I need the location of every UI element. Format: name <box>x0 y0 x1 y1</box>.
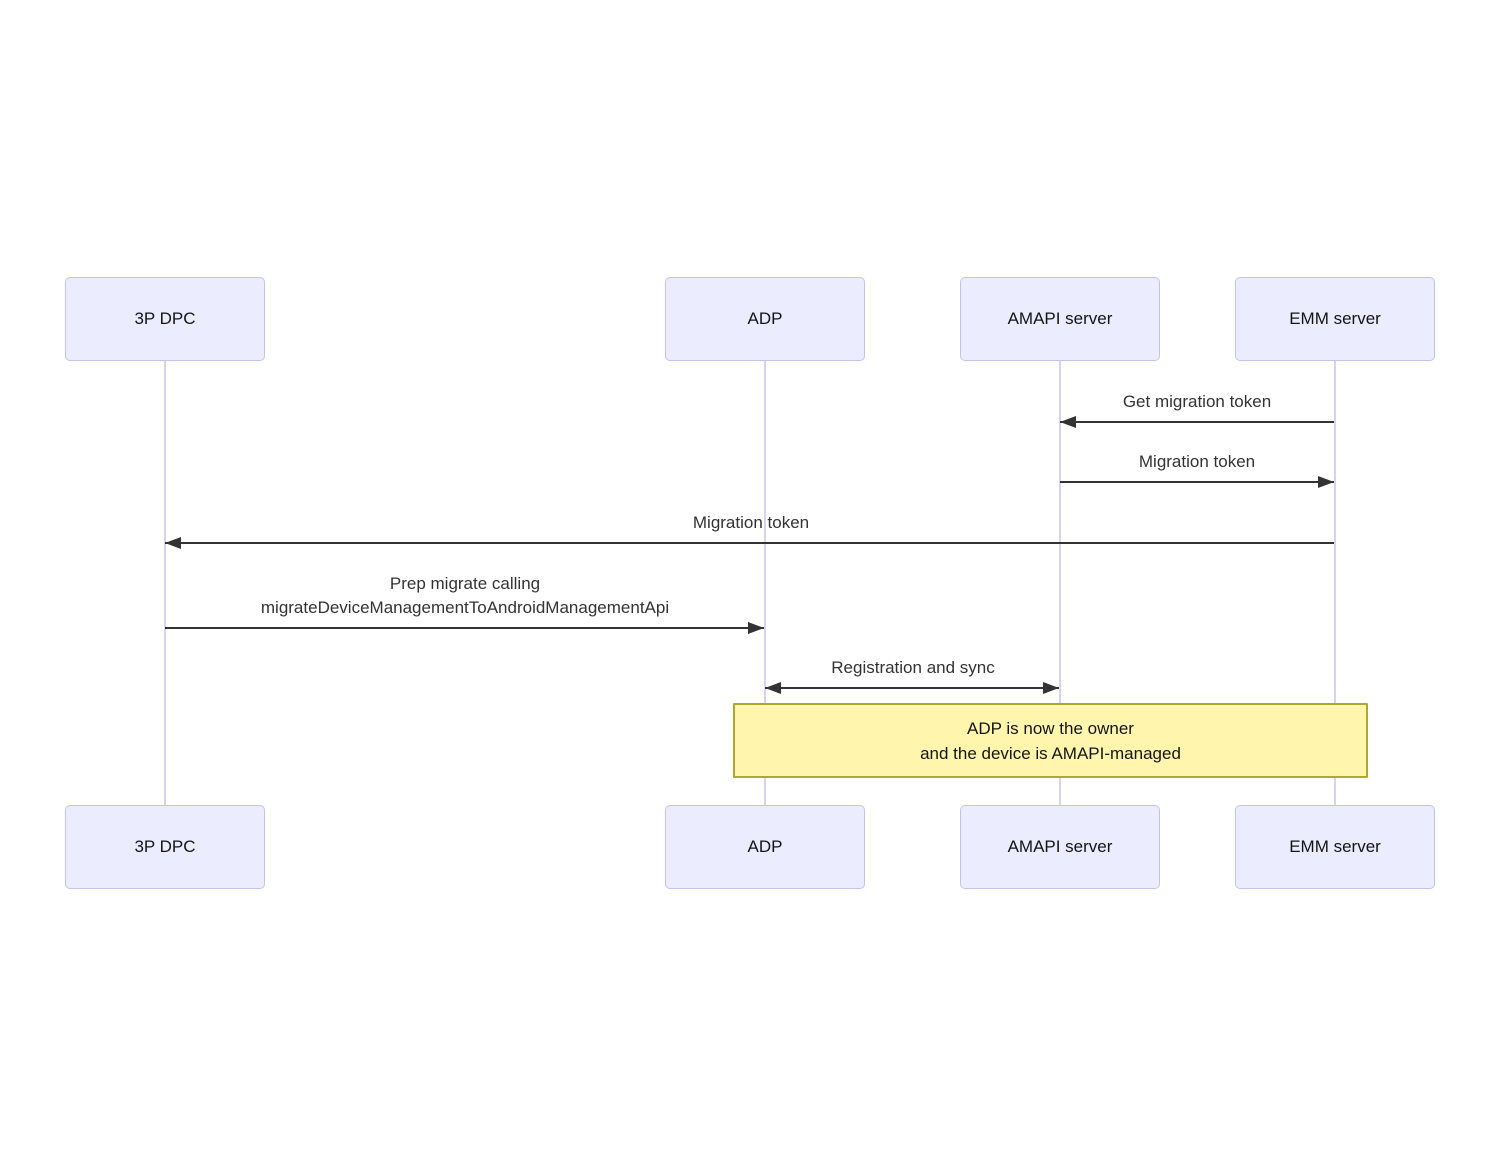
actor-label: AMAPI server <box>1007 309 1113 328</box>
actor-label: 3P DPC <box>134 837 196 856</box>
arrow-migration-token-return <box>1060 476 1334 488</box>
message-label-get-migration-token: Get migration token <box>1122 392 1272 411</box>
arrow-registration-and-sync <box>765 682 1059 694</box>
arrowhead-left-icon <box>765 682 781 694</box>
message-label-line1: Prep migrate calling <box>389 574 541 593</box>
actor-bottom-amapi-server: AMAPI server <box>960 805 1160 889</box>
actor-label: AMAPI server <box>1007 837 1113 856</box>
arrowhead-right-icon <box>1318 476 1334 488</box>
lifeline-emm-server <box>1334 361 1336 806</box>
message-label-migration-token-to-dpc: Migration token <box>692 513 810 532</box>
arrow-migration-token-to-dpc <box>165 537 1334 549</box>
arrowhead-left-icon <box>165 537 181 549</box>
note-line1: ADP is now the owner <box>967 718 1134 738</box>
actor-top-3p-dpc: 3P DPC <box>65 277 265 361</box>
arrowhead-left-icon <box>1060 416 1076 428</box>
actor-label: EMM server <box>1289 837 1381 856</box>
actor-label: ADP <box>747 309 783 328</box>
lifeline-3p-dpc <box>164 361 166 806</box>
arrowhead-right-icon <box>748 622 764 634</box>
note-line2: and the device is AMAPI-managed <box>920 743 1181 763</box>
message-label-line2: migrateDeviceManagementToAndroidManageme… <box>260 598 670 617</box>
actor-label: 3P DPC <box>134 309 196 328</box>
message-label-migration-token-return: Migration token <box>1138 452 1256 471</box>
actor-top-emm-server: EMM server <box>1235 277 1435 361</box>
actor-top-adp: ADP <box>665 277 865 361</box>
arrowhead-right-icon <box>1043 682 1059 694</box>
actor-bottom-3p-dpc: 3P DPC <box>65 805 265 889</box>
message-label-registration-and-sync: Registration and sync <box>831 658 995 677</box>
actor-bottom-adp: ADP <box>665 805 865 889</box>
actor-bottom-emm-server: EMM server <box>1235 805 1435 889</box>
arrow-get-migration-token <box>1060 416 1334 428</box>
lifeline-amapi-server <box>1059 361 1061 806</box>
actor-top-amapi-server: AMAPI server <box>960 277 1160 361</box>
message-label-prep-migrate: Prep migrate calling migrateDeviceManage… <box>261 572 669 620</box>
arrow-prep-migrate <box>165 622 764 634</box>
note-adp-owner: ADP is now the owner and the device is A… <box>733 703 1368 778</box>
actor-label: EMM server <box>1289 309 1381 328</box>
lifeline-adp <box>764 361 766 806</box>
actor-label: ADP <box>747 837 783 856</box>
